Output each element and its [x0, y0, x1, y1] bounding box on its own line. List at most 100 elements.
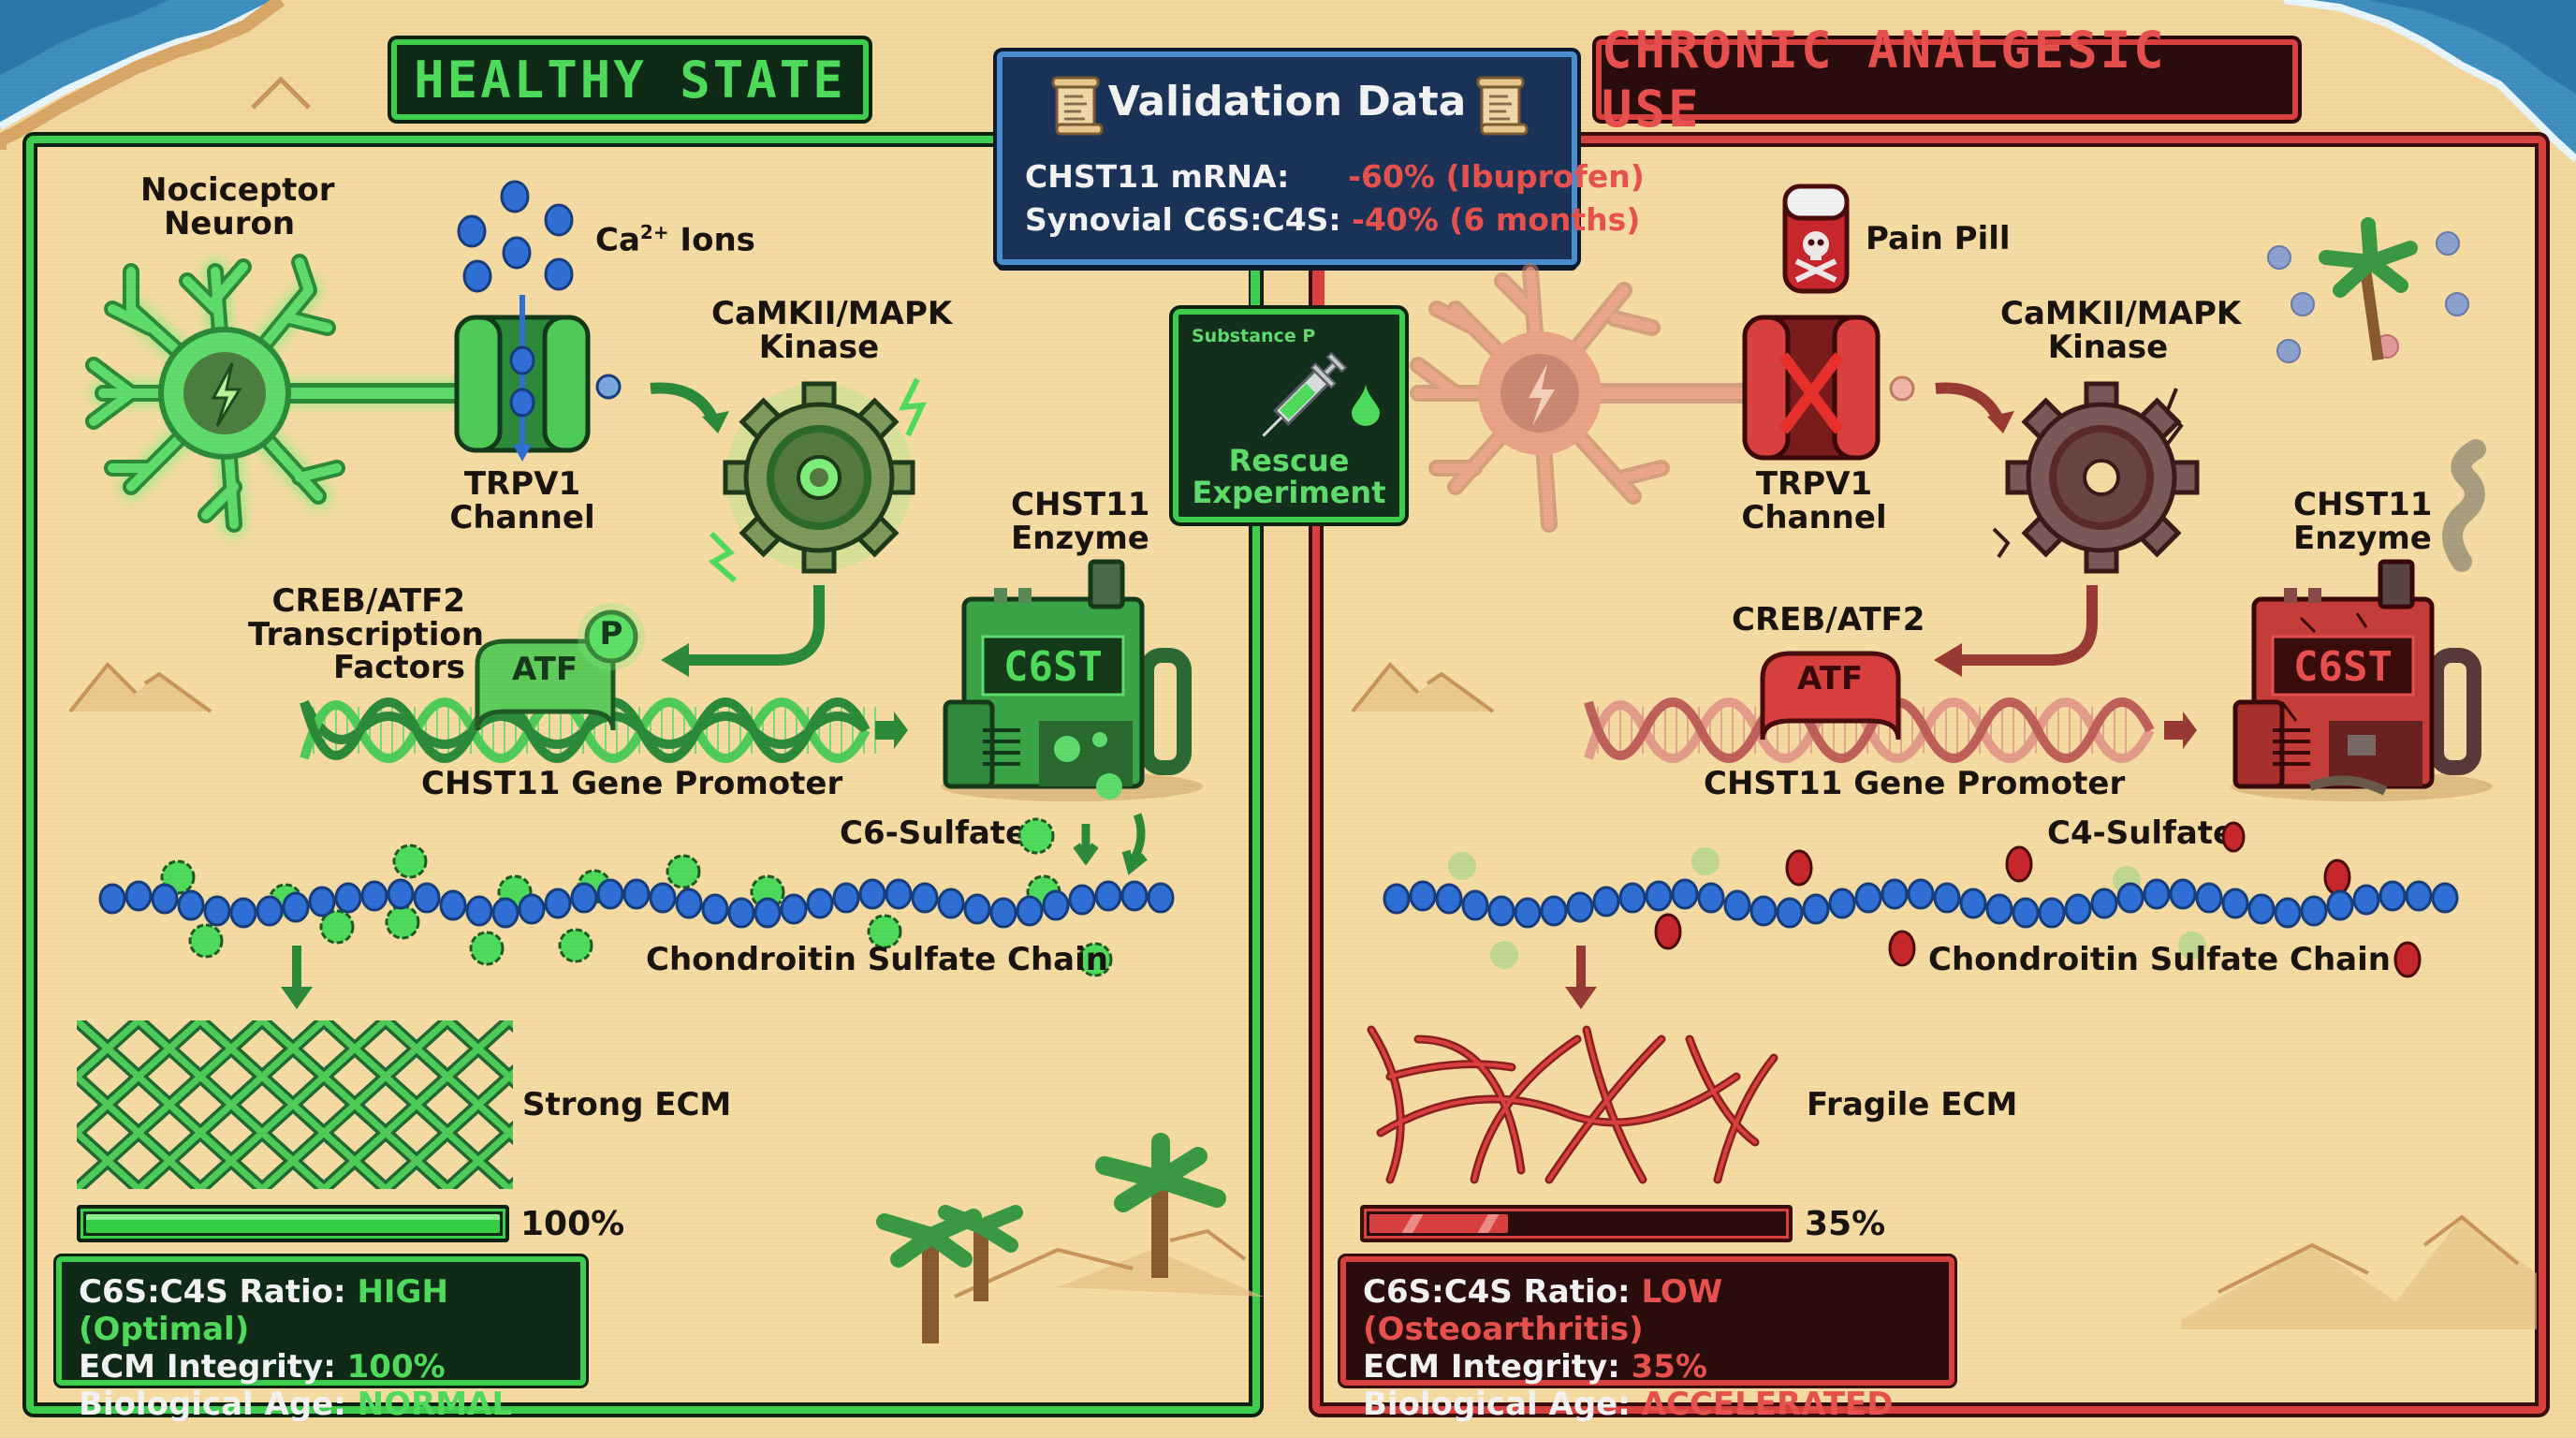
kinase-label: CaMKII/MAPK Kinase [2000, 295, 2242, 366]
label-line: TRPV1 [1755, 465, 1873, 503]
gene-promoter-label: CHST11 Gene Promoter [1704, 765, 2126, 802]
faded-neuron-icon [1410, 263, 1793, 533]
ocean-top-left [0, 0, 285, 150]
palm-tree-icon [876, 1133, 1264, 1343]
healthy-stats-box: C6S:C4S Ratio: HIGH (Optimal) ECM Integr… [56, 1256, 586, 1423]
transcription-factor-label: CREB/ATF2 [1732, 601, 1925, 638]
ecm-integrity-percent: 100% [520, 1205, 625, 1243]
transcription-factor-label: CREB/ATF2 Transcription Factors [248, 584, 484, 685]
validation-label: CHST11 mRNA: [1025, 158, 1290, 195]
sand-dune-icon [2181, 1214, 2537, 1329]
stat-label: ECM Integrity: [1363, 1348, 1632, 1387]
gene-promoter-label: CHST11 Gene Promoter [421, 765, 843, 802]
label-line: Channel [449, 498, 595, 536]
x-mark-icon [1778, 352, 1844, 434]
stat-integrity: ECM Integrity: 35% [1363, 1348, 1932, 1386]
ecm-integrity-percent: 35% [1805, 1205, 1886, 1243]
chain-label: Chondroitin Sulfate Chain [646, 941, 1108, 978]
label-line: TRPV1 [463, 465, 581, 503]
stat-value: ACCELERATED [1641, 1386, 1894, 1424]
c6st-label: C6ST [2293, 643, 2393, 691]
stat-label: Biological Age: [79, 1386, 358, 1424]
label-line: CHST11 [1011, 486, 1150, 523]
stat-label: ECM Integrity: [79, 1348, 347, 1387]
syringe-icon [1262, 351, 1348, 437]
rescue-experiment-box: Substance P Rescue Experiment [1173, 309, 1405, 522]
stat-label: C6S:C4S Ratio: [1363, 1273, 1642, 1311]
trpv1-channel-label: TRPV1 Channel [447, 465, 597, 536]
ocean-top-right [2283, 0, 2576, 162]
lightning-icon [211, 362, 242, 427]
arrow-down-icon [281, 946, 313, 1009]
ecm-integrity-bar [77, 1205, 509, 1242]
validation-value: -40% (6 months) [1352, 201, 1641, 238]
stat-integrity: ECM Integrity: 100% [79, 1348, 564, 1386]
label-line: Neuron [163, 204, 296, 242]
stat-label: C6S:C4S Ratio: [79, 1273, 358, 1311]
validation-value: -60% (Ibuprofen) [1348, 158, 1645, 195]
kinase-gear-icon [708, 377, 927, 583]
trpv1-channel-label: TRPV1 Channel [1739, 465, 1889, 536]
rescue-title: Rescue Experiment [1178, 443, 1399, 510]
validation-label: Synovial C6S:C4S: [1025, 201, 1341, 238]
calcium-ions-label: Ca2+ Ions [595, 223, 755, 257]
rescue-title-line: Rescue [1228, 443, 1350, 478]
stat-age: Biological Age: NORMAL [79, 1386, 564, 1423]
chronic-use-header: CHRONIC ANALGESIC USE [1596, 21, 2298, 139]
enzyme-label: CHST11 Enzyme [2293, 486, 2433, 557]
rescue-title-line: Experiment [1192, 474, 1386, 510]
arrow-icon [1935, 382, 2014, 433]
pain-pill-icon [1782, 183, 1850, 294]
c6st-enzyme-machine-icon [941, 559, 1203, 801]
label-line: Transcription [248, 615, 484, 653]
smoke-icon [2442, 439, 2486, 572]
c6-sulfate-icon [1017, 813, 1148, 875]
label-line: Enzyme [2293, 519, 2432, 557]
chondroitin-chain-icon [98, 844, 1175, 977]
stat-label: Biological Age: [1363, 1386, 1642, 1424]
connector-green [1251, 265, 1260, 312]
ecm-integrity-bar [1360, 1205, 1793, 1242]
validation-title: Validation Data [1107, 78, 1467, 125]
calcium-ions-icon [457, 180, 574, 293]
dna-helix-icon [300, 697, 908, 763]
chronic-stats-box: C6S:C4S Ratio: LOW (Osteoarthritis) ECM … [1340, 1256, 1954, 1423]
scroll-icon [1051, 76, 1104, 136]
phospho-label: P [599, 615, 623, 653]
ecm-integrity-fill [86, 1214, 500, 1233]
healthy-state-header: HEALTHY STATE [391, 39, 869, 120]
chronic-use-title: CHRONIC ANALGESIC USE [1602, 21, 2167, 139]
blocked-trpv1-icon [1742, 315, 1915, 461]
stat-value: HIGH (Optimal) [79, 1273, 448, 1349]
stat-ratio: C6S:C4S Ratio: LOW (Osteoarthritis) [1363, 1273, 1932, 1348]
label-line: Kinase [758, 328, 880, 366]
ecm-integrity-fill [1369, 1214, 1508, 1233]
stat-value: 100% [346, 1348, 446, 1387]
pain-pill-label: Pain Pill [1866, 220, 2011, 257]
atf-label: ATF [1796, 660, 1864, 697]
stat-value: 35% [1631, 1348, 1708, 1387]
label-part: Ions [668, 221, 755, 259]
atf-protein-icon [475, 603, 645, 731]
fragile-ecm-mesh-icon [1367, 1025, 1778, 1184]
validation-row-mrna: CHST11 mRNA: -60% (Ibuprofen) [1025, 158, 1645, 195]
arrow-icon [1934, 585, 2098, 677]
atf-label: ATF [511, 651, 578, 688]
label-line: Channel [1741, 498, 1887, 536]
rescue-subtitle: Substance P [1192, 326, 1316, 346]
label-part: Ca [595, 221, 640, 259]
arrow-icon [661, 585, 825, 677]
stat-age: Biological Age: ACCELERATED [1363, 1386, 1932, 1423]
c6-sulfate-label: C6-Sulfate [840, 814, 1028, 852]
validation-data-box: Validation Data CHST11 mRNA: -60% (Ibupr… [997, 51, 1645, 265]
label-line: Kinase [2047, 328, 2169, 366]
label-line: CHST11 [2293, 486, 2433, 523]
dna-helix-icon [1584, 697, 2197, 763]
enzyme-label: CHST11 Enzyme [1011, 486, 1150, 555]
sand-dune-icon [1351, 662, 1495, 713]
atf-protein-icon [1760, 651, 1901, 741]
label-line: CaMKII/MAPK [2000, 295, 2242, 332]
chain-label: Chondroitin Sulfate Chain [1928, 941, 2391, 978]
label-line: CaMKII/MAPK [711, 295, 953, 332]
ecm-label: Strong ECM [522, 1086, 732, 1123]
